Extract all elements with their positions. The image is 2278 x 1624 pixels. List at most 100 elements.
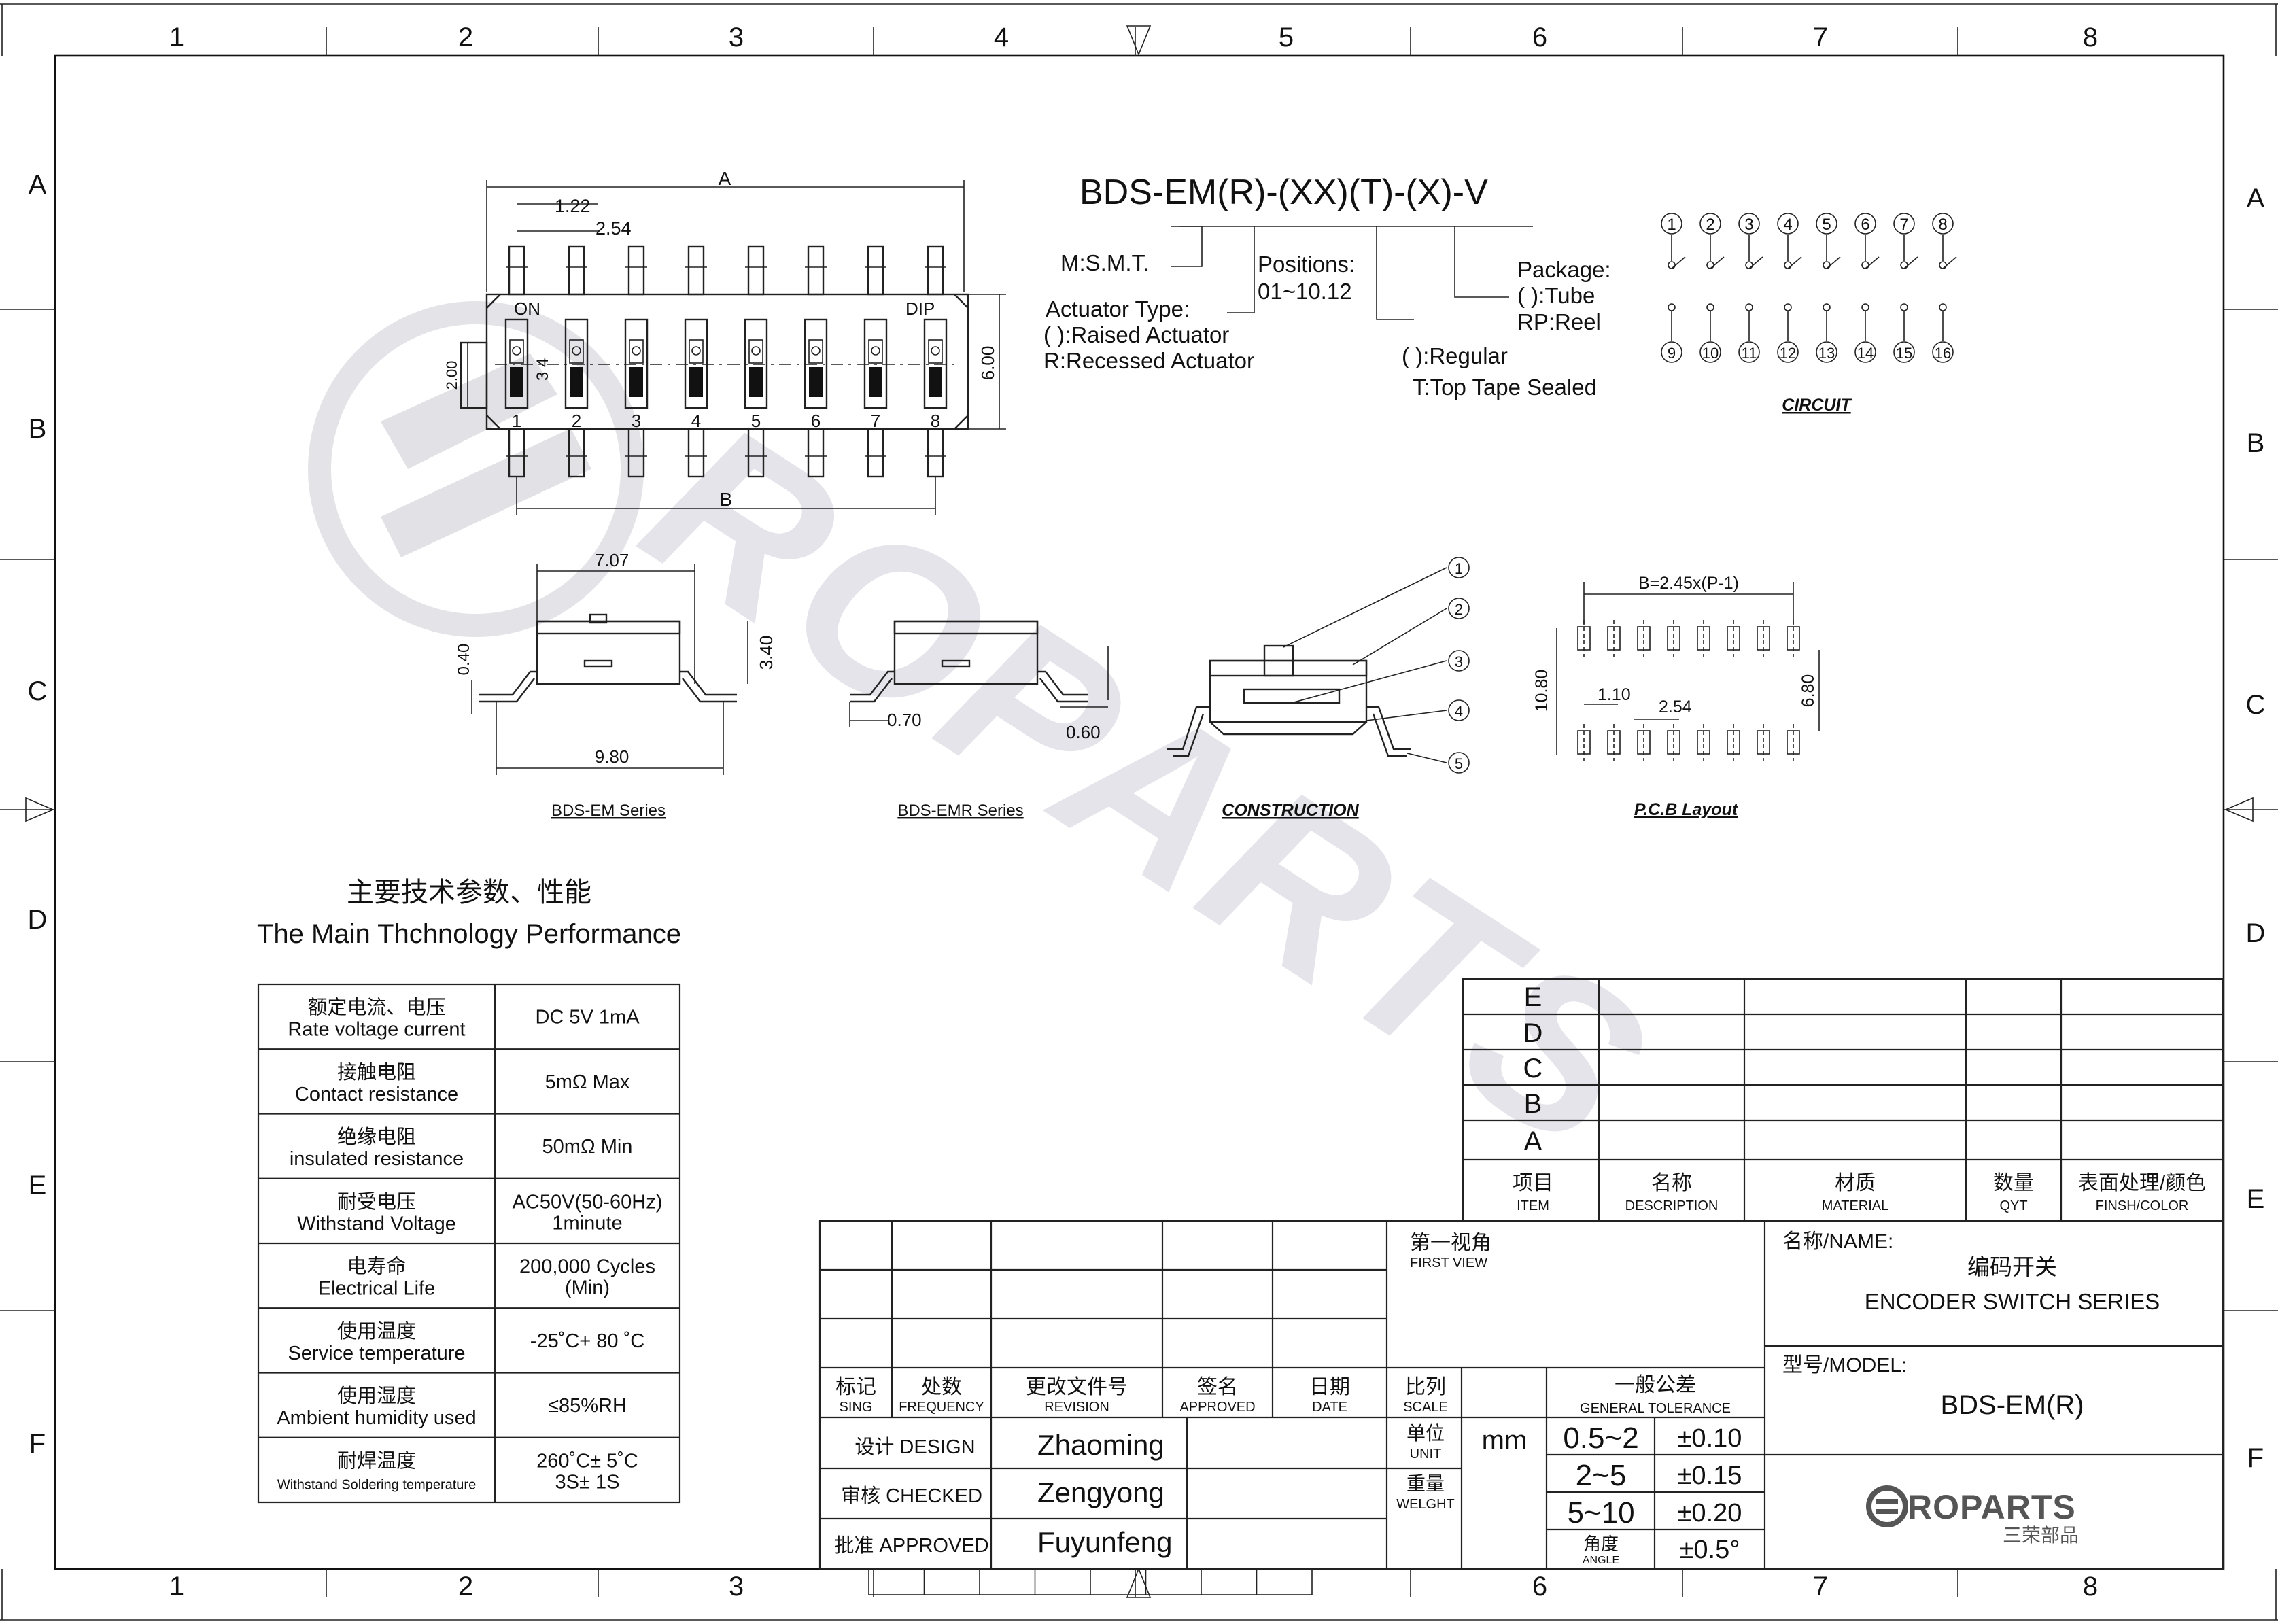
- circuit-pin: [1699, 341, 1721, 363]
- switch-actuator: [929, 367, 942, 397]
- code-positions-label: Positions:: [1258, 252, 1355, 277]
- code-positions-range: 01~10.12: [1258, 279, 1352, 304]
- row-labels-left: A B C D E F: [28, 170, 48, 1459]
- col-label: 8: [2083, 22, 2098, 52]
- col-label: 1: [169, 1572, 184, 1602]
- circuit-pin-number: 14: [1857, 345, 1874, 362]
- circuit-pin-number: 9: [1668, 345, 1676, 362]
- unit-en: UNIT: [1410, 1447, 1442, 1462]
- bottom-pin: [807, 428, 825, 478]
- performance-value: 260˚C± 5˚C: [536, 1450, 638, 1472]
- tb-header-rev-cn: 更改文件号: [1026, 1376, 1128, 1398]
- tb-header-date-en: DATE: [1312, 1400, 1347, 1415]
- tolerance-value-1: ±0.10: [1678, 1424, 1742, 1453]
- switch-actuator: [689, 367, 703, 397]
- circuit-title: CIRCUIT: [1782, 396, 1852, 415]
- col-label: 5: [1279, 22, 1294, 52]
- tb-header-rev-en: REVISION: [1044, 1400, 1109, 1415]
- performance-param-cn: 绝缘电阻: [337, 1126, 416, 1148]
- tb-header-sing-en: SING: [840, 1400, 873, 1415]
- row-label: A: [2247, 184, 2265, 213]
- code-reel: RP:Reel: [1517, 309, 1601, 334]
- tolerance-range-3: 5~10: [1567, 1496, 1634, 1530]
- bottom-pin: [687, 428, 705, 478]
- performance-param-en: Withstand Voltage: [297, 1213, 456, 1234]
- tb-header-freq-cn: 处数: [921, 1376, 962, 1398]
- circuit-pin-number: 16: [1935, 345, 1951, 362]
- approved-name: Fuyunfeng: [1037, 1526, 1172, 1558]
- bottom-pin: [867, 428, 884, 478]
- position-number: 5: [751, 411, 761, 431]
- row-label: F: [2247, 1443, 2264, 1473]
- tolerance-value-2: ±0.15: [1678, 1462, 1742, 1490]
- col-label: 7: [1813, 1572, 1828, 1602]
- construction-part-number: 3: [1455, 653, 1463, 670]
- col-label: 1: [169, 22, 184, 52]
- col-label: 4: [994, 22, 1009, 52]
- construction-part-number: 5: [1455, 755, 1463, 772]
- rev-header-desc-cn: 名称: [1651, 1172, 1692, 1194]
- performance-value: AC50V(50-60Hz): [513, 1191, 663, 1213]
- checked-name: Zengyong: [1037, 1476, 1164, 1508]
- circuit-pin: [1893, 213, 1915, 235]
- tolerance-range-1: 0.5~2: [1563, 1421, 1638, 1455]
- tolerance-range-2: 2~5: [1576, 1459, 1627, 1492]
- tb-header-approved-cn: 签名: [1197, 1376, 1238, 1398]
- construction-part-number: 4: [1455, 703, 1463, 720]
- col-label: 7: [1813, 22, 1828, 52]
- revision-row-b: B: [1524, 1089, 1542, 1119]
- rev-header-qty-en: QYT: [1999, 1198, 2027, 1213]
- code-recessed: R:Recessed Actuator: [1043, 348, 1254, 373]
- position-number: 8: [931, 411, 940, 431]
- circuit-pin-number: 15: [1896, 345, 1912, 362]
- model-label: 型号/MODEL:: [1782, 1354, 1907, 1377]
- performance-param-cn: 耐受电压: [337, 1190, 416, 1213]
- performance-param-cn: 电寿命: [347, 1256, 406, 1278]
- circuit-pin: [1816, 341, 1837, 363]
- design-label: 设计 DESIGN: [855, 1436, 975, 1458]
- emr-dim-a: 0.70: [887, 710, 922, 730]
- pcb-dim-pitch: 2.54: [1659, 697, 1692, 716]
- em-caption: BDS-EM Series: [551, 801, 666, 820]
- side-numbers: 3 4: [534, 358, 552, 381]
- scale-cn: 比列: [1405, 1376, 1446, 1398]
- position-number: 6: [811, 411, 821, 431]
- row-label: D: [2246, 918, 2266, 948]
- dim-height: 6.00: [978, 346, 998, 381]
- code-actuator-type: Actuator Type:: [1046, 296, 1190, 322]
- rev-header-finish-en: FINSH/COLOR: [2096, 1198, 2189, 1213]
- circuit-pin-number: 12: [1780, 345, 1796, 362]
- switch-actuator: [629, 367, 643, 397]
- pcb-caption: P.C.B Layout: [1634, 800, 1739, 819]
- tb-header-sing-cn: 标记: [835, 1376, 876, 1398]
- performance-param-en: Withstand Soldering temperature: [277, 1477, 476, 1492]
- row-label: A: [29, 170, 47, 200]
- rev-header-desc-en: DESCRIPTION: [1625, 1198, 1719, 1213]
- label-dip: DIP: [905, 298, 935, 319]
- circuit-pin: [1777, 213, 1799, 235]
- dim-pitch-half: 1.22: [555, 196, 591, 216]
- label-on: ON: [514, 298, 540, 319]
- switch-slot: [923, 318, 948, 409]
- circuit-pin: [1738, 213, 1760, 235]
- pcb-dim-height: 10.80: [1532, 670, 1551, 712]
- first-view-en: FIRST VIEW: [1410, 1256, 1487, 1271]
- switch-slot: [863, 318, 888, 409]
- switch-slot: [564, 318, 589, 409]
- code-tube: ( ):Tube: [1517, 283, 1595, 308]
- performance-value-sub: (Min): [565, 1277, 610, 1299]
- approved-label: 批准 APPROVED: [834, 1534, 988, 1557]
- revision-row-c: C: [1523, 1054, 1543, 1084]
- performance-value: ≤85%RH: [548, 1395, 627, 1417]
- performance-param-en: Ambient humidity used: [277, 1407, 476, 1429]
- circuit-pin: [1932, 213, 1954, 235]
- dim-pitch: 2.54: [596, 218, 632, 239]
- row-label: E: [29, 1171, 47, 1200]
- unit-value: mm: [1482, 1426, 1528, 1455]
- row-label: F: [29, 1429, 46, 1459]
- top-pin: [508, 245, 525, 296]
- tb-header-approved-en: APPROVED: [1179, 1400, 1255, 1415]
- rev-header-material-cn: 材质: [1835, 1172, 1876, 1194]
